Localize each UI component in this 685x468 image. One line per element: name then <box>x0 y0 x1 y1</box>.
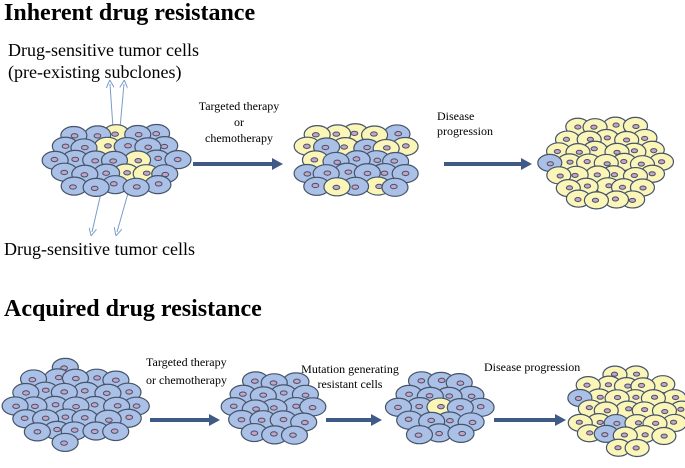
sensitive-cell <box>102 421 130 442</box>
inherent-step1-line2: or <box>234 115 244 129</box>
sensitive-cell <box>51 432 79 453</box>
sensitive-cell <box>122 177 150 197</box>
inherent-cluster-after-therapy <box>293 123 419 197</box>
pointer-arrow <box>119 84 124 129</box>
inherent-step2-line1: Disease <box>437 109 475 123</box>
sensitive-cell <box>261 425 289 445</box>
resistant-cell <box>605 438 632 457</box>
acquired-step2-line2: resistant cells <box>317 377 383 391</box>
acquired-step1-line1: Targeted therapy <box>146 355 227 369</box>
acquired-cluster-after-therapy <box>220 371 327 445</box>
inherent-cluster-progression <box>537 116 675 210</box>
acquired-title: Acquired drug resistance <box>4 296 262 322</box>
drug-sensitive-cells-label: Drug-sensitive tumor cells <box>4 239 195 259</box>
inherent-arrow-1 <box>193 158 283 170</box>
resistant-cell <box>624 438 650 458</box>
inherent-cluster-initial <box>41 123 192 197</box>
acquired-arrow-1 <box>150 414 220 426</box>
sensitive-cell <box>303 176 331 196</box>
resistant-cell <box>651 426 677 446</box>
inherent-step1-line1: Targeted therapy <box>198 99 280 113</box>
resistant-cell <box>323 177 351 197</box>
acquired-step3-label: Disease progression <box>484 360 581 374</box>
pre-existing-subclones-label-line2: (pre-existing subclones) <box>8 62 182 82</box>
acquired-cluster-progression <box>567 365 685 458</box>
inherent-arrow-2 <box>444 158 532 170</box>
acquired-step1-line2: or chemotherapy <box>146 373 227 387</box>
sensitive-cell <box>240 422 268 443</box>
sensitive-cell <box>447 423 475 443</box>
inherent-step2-line2: progression <box>437 124 493 138</box>
sensitive-cell <box>405 425 434 445</box>
sensitive-cell <box>82 177 110 197</box>
pointer-arrow <box>110 84 113 129</box>
inherent-step1-line3: chemotherapy <box>205 131 273 145</box>
sensitive-cell <box>82 421 110 441</box>
pre-existing-subclones-label-line1: Drug-sensitive tumor cells <box>8 40 199 60</box>
acquired-step2-line1: Mutation generating <box>301 362 399 376</box>
sensitive-cell <box>280 425 309 445</box>
inherent-title: Inherent drug resistance <box>4 0 256 26</box>
acquired-cluster-mutation <box>384 371 495 445</box>
sensitive-cell <box>381 177 409 197</box>
acquired-arrow-2 <box>326 414 382 426</box>
resistant-cell <box>583 191 610 210</box>
sensitive-cell <box>50 162 79 182</box>
acquired-arrow-3 <box>494 414 566 426</box>
sensitive-cell <box>164 150 192 170</box>
acquired-cluster-initial <box>1 357 150 453</box>
sensitive-cell <box>23 422 51 442</box>
